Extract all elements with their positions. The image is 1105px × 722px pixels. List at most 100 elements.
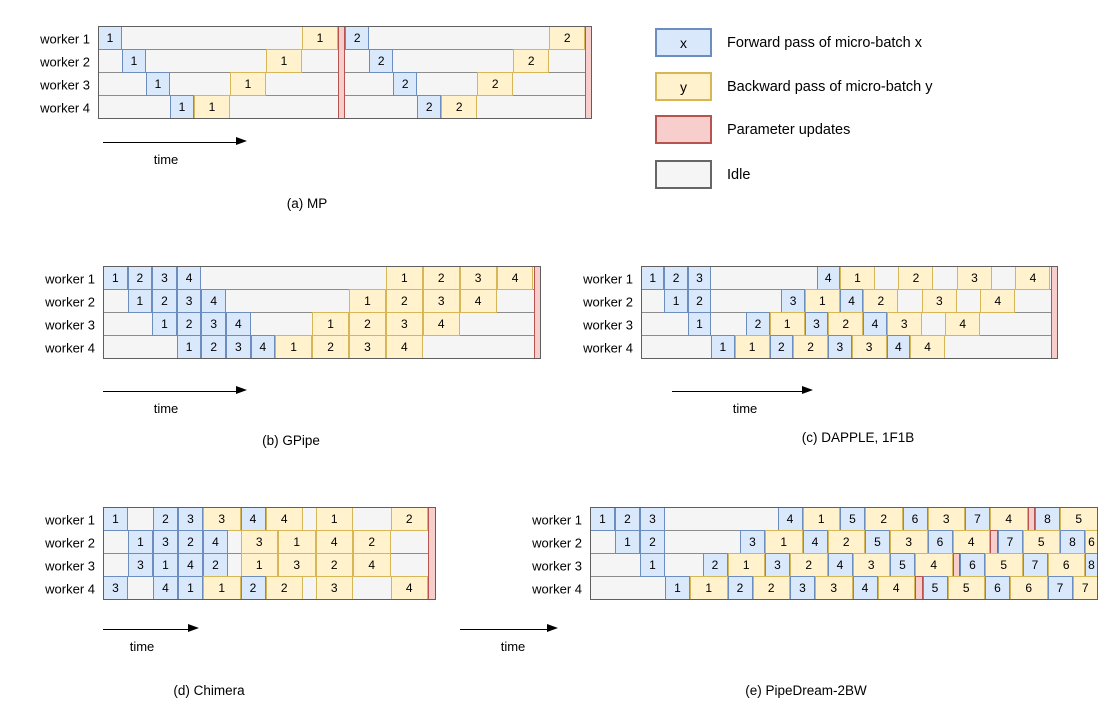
backward-cell: 3: [315, 576, 353, 600]
panel-caption: (c) DAPPLE, 1F1B: [801, 430, 915, 445]
time-arrow-icon: [103, 624, 199, 633]
backward-cell: 4: [459, 289, 497, 313]
backward-cell: 4: [353, 553, 391, 577]
backward-cell: 3: [349, 335, 386, 359]
forward-cell: 2: [417, 95, 442, 119]
backward-cell: 1: [349, 289, 386, 313]
forward-cell: 2: [240, 576, 266, 600]
param-update-bar: [585, 26, 593, 119]
backward-cell: 3: [921, 289, 957, 313]
forward-cell: 3: [765, 553, 790, 577]
backward-cell: 4: [385, 335, 423, 359]
forward-cell: 1: [98, 26, 122, 50]
backward-cell: 3: [886, 312, 922, 336]
legend-swatch-idle: [655, 160, 712, 189]
backward-cell: 3: [890, 530, 928, 554]
backward-cell: 1: [385, 266, 423, 290]
backward-cell: 2: [265, 576, 303, 600]
time-axis-label: time: [129, 639, 155, 654]
worker-label: worker 1: [40, 31, 90, 46]
backward-cell: 1: [839, 266, 875, 290]
forward-cell: 4: [201, 289, 226, 313]
forward-cell: 7: [965, 507, 990, 531]
backward-cell: 2: [549, 26, 586, 50]
worker-label: worker 3: [40, 77, 90, 92]
forward-cell: 4: [863, 312, 887, 336]
forward-cell: 1: [178, 576, 203, 600]
forward-cell: 1: [128, 530, 153, 554]
time-axis-label: time: [153, 152, 179, 167]
forward-cell: 3: [740, 530, 765, 554]
forward-cell: 1: [127, 289, 153, 313]
worker-label: worker 4: [583, 340, 633, 355]
forward-cell: 4: [240, 507, 266, 531]
backward-cell: 2: [827, 530, 865, 554]
forward-cell: 4: [839, 289, 864, 313]
backward-cell: 3: [203, 507, 241, 531]
backward-cell: 2: [441, 95, 478, 119]
backward-cell: 1: [690, 576, 728, 600]
backward-cell: 4: [315, 530, 353, 554]
forward-cell: 2: [345, 26, 370, 50]
backward-cell: 1: [727, 553, 765, 577]
forward-cell: 3: [781, 289, 805, 313]
forward-cell: 2: [702, 553, 728, 577]
backward-cell: 1: [734, 335, 770, 359]
forward-cell: 3: [103, 576, 128, 600]
backward-cell: 4: [422, 312, 460, 336]
worker-label: worker 1: [532, 512, 582, 527]
backward-cell: 2: [513, 49, 550, 73]
backward-cell: 7: [1072, 576, 1098, 600]
time-arrow-icon: [672, 386, 813, 395]
worker-label: worker 3: [583, 317, 633, 332]
backward-cell: 2: [422, 266, 460, 290]
worker-label: worker 2: [40, 54, 90, 69]
forward-cell: 2: [687, 289, 712, 313]
backward-cell: 5: [1022, 530, 1060, 554]
param-update-bar: [1027, 507, 1035, 531]
param-update-bar: [952, 553, 960, 577]
backward-cell: 1: [315, 507, 353, 531]
backward-cell: 5: [947, 576, 985, 600]
forward-cell: 8: [1085, 553, 1098, 577]
backward-cell: 2: [790, 553, 828, 577]
forward-cell: 4: [226, 312, 251, 336]
backward-cell: 2: [828, 312, 864, 336]
forward-cell: 4: [250, 335, 276, 359]
forward-cell: 2: [153, 507, 178, 531]
forward-cell: 7: [997, 530, 1023, 554]
forward-cell: 4: [802, 530, 828, 554]
worker-label: worker 2: [532, 535, 582, 550]
forward-cell: 2: [178, 530, 203, 554]
worker-label: worker 4: [45, 581, 95, 596]
forward-cell: 1: [664, 289, 688, 313]
backward-cell: 1: [804, 289, 840, 313]
forward-cell: 2: [615, 507, 640, 531]
forward-cell: 5: [890, 553, 915, 577]
forward-cell: 1: [122, 49, 146, 73]
forward-cell: 8: [1035, 507, 1060, 531]
backward-cell: 1: [278, 530, 316, 554]
forward-cell: 2: [746, 312, 770, 336]
forward-cell: 3: [178, 507, 203, 531]
backward-cell: 1: [765, 530, 803, 554]
forward-cell: 1: [170, 95, 194, 119]
backward-cell: 2: [863, 289, 899, 313]
forward-cell: 5: [840, 507, 865, 531]
forward-cell: 1: [103, 507, 128, 531]
backward-cell: 6: [1047, 553, 1085, 577]
backward-cell: 3: [956, 266, 992, 290]
param-update-bar: [1050, 266, 1058, 359]
forward-cell: 3: [790, 576, 815, 600]
forward-cell: 2: [727, 576, 753, 600]
forward-cell: 1: [153, 553, 178, 577]
param-update-bar: [990, 530, 998, 554]
worker-row: [98, 49, 593, 73]
forward-cell: 2: [393, 72, 418, 96]
backward-cell: 3: [815, 576, 853, 600]
forward-cell: 1: [665, 576, 690, 600]
backward-cell: 6: [1010, 576, 1048, 600]
backward-cell: 4: [952, 530, 990, 554]
worker-label: worker 2: [583, 294, 633, 309]
backward-cell: 4: [910, 335, 946, 359]
